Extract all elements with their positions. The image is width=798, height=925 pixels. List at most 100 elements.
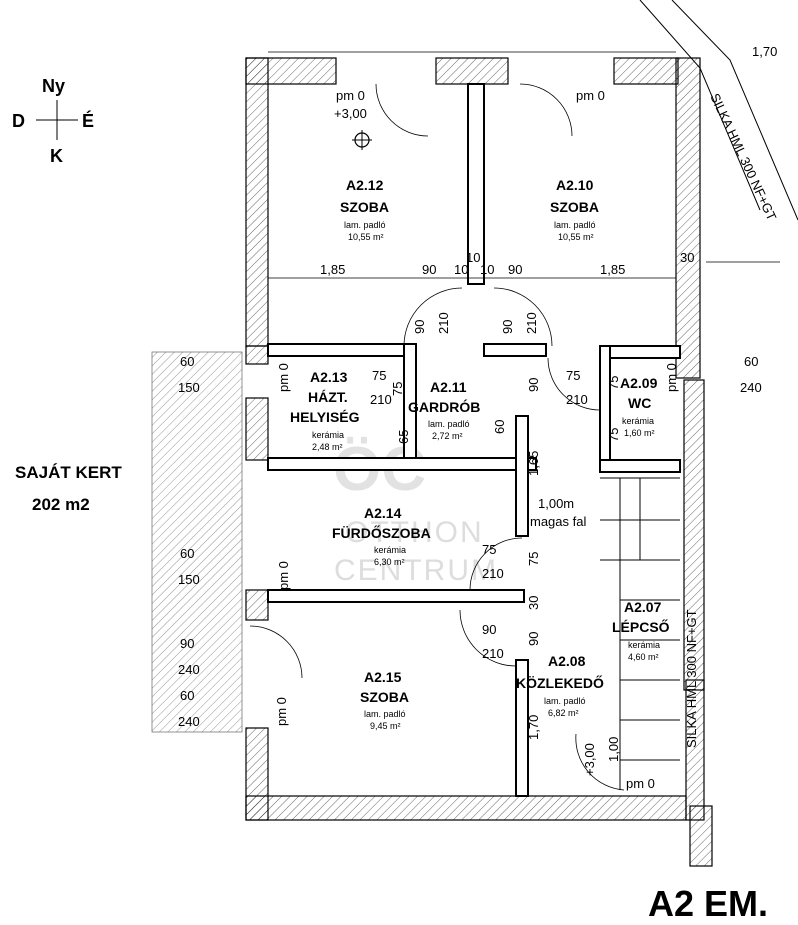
room-code: A2.11 (430, 379, 467, 395)
door-arcs (249, 83, 625, 791)
level-label: +3,00 (582, 743, 597, 776)
dim-text: 30 (680, 250, 694, 265)
dim-text: 90 (508, 262, 522, 277)
dim-text: 60 (180, 688, 194, 703)
room-area: 6,30 m² (374, 557, 405, 567)
room-a2-07: A2.07 LÉPCSŐ kerámia 4,60 m² (612, 599, 670, 662)
dim-text: 90 (412, 320, 427, 334)
room-a2-10: A2.10 SZOBA lam. padló 10,55 m² (550, 177, 599, 242)
dim-text: 210 (524, 312, 539, 334)
room-floor: lam. padló (344, 220, 386, 230)
dim-text: 90 (482, 622, 496, 637)
watermark-line2: CENTRUM (334, 554, 498, 587)
dim-text: 210 (566, 392, 588, 407)
room-area: 1,60 m² (624, 428, 655, 438)
room-a2-14: A2.14 FÜRDŐSZOBA kerámia 6,30 m² (332, 505, 431, 567)
room-code: A2.12 (346, 177, 384, 193)
level-label: pm 0 (276, 363, 291, 392)
dim-text: 1,85 (320, 262, 345, 277)
terrace (151, 351, 243, 733)
dim-text: 60 (492, 420, 507, 434)
level-label: pm 0 (576, 88, 605, 103)
dim-text: 90 (422, 262, 436, 277)
dim-text: 1,65 (526, 451, 541, 476)
dim-text: 210 (436, 312, 451, 334)
room-floor: lam. padló (428, 419, 470, 429)
dim-text: 1,70 (752, 44, 777, 59)
wall-material: SILKA HML 300 NF+GT (684, 609, 699, 748)
room-floor: kerámia (312, 430, 344, 440)
level-label: pm 0 (274, 697, 289, 726)
floor-title: A2 EM. (648, 883, 768, 924)
exterior-walls (245, 57, 713, 867)
room-area: 4,60 m² (628, 652, 659, 662)
dim-text: 240 (178, 662, 200, 677)
dim-text: 60 (180, 354, 194, 369)
room-floor: lam. padló (364, 709, 406, 719)
wall-material: SILKA HML 300 NF+GT (707, 91, 779, 223)
dim-text: 210 (482, 646, 504, 661)
room-name: SZOBA (550, 199, 599, 215)
room-name: HÁZT. (308, 389, 348, 405)
level-label: +3,00 (334, 106, 367, 121)
room-a2-08: A2.08 KÖZLEKEDŐ lam. padló 6,82 m² (516, 653, 604, 718)
wall-note: magas fal (530, 514, 586, 529)
dim-text: 60 (180, 546, 194, 561)
room-name: WC (628, 395, 651, 411)
dim-text: 1,00 (606, 737, 621, 762)
dim-text: 75 (482, 542, 496, 557)
room-a2-09: A2.09 WC kerámia 1,60 m² (620, 375, 658, 438)
dim-text: 240 (178, 714, 200, 729)
room-floor: kerámia (622, 416, 654, 426)
dim-text: 75 (372, 368, 386, 383)
dim-text: 10 (480, 262, 494, 277)
garden-label: SAJÁT KERT (15, 463, 122, 482)
room-name: SZOBA (360, 689, 409, 705)
room-floor: kerámia (374, 545, 406, 555)
room-area: 6,82 m² (548, 708, 579, 718)
watermark-line1: OTTHON (345, 516, 484, 549)
dim-text: 1,70 (526, 715, 541, 740)
room-a2-15: A2.15 SZOBA lam. padló 9,45 m² (360, 669, 409, 731)
dim-text: 75 (566, 368, 580, 383)
dim-text: 90 (526, 632, 541, 646)
dimension-lines (268, 51, 780, 279)
dim-text: 10 (466, 250, 480, 265)
room-area: 9,45 m² (370, 721, 401, 731)
room-name: GARDRÓB (408, 398, 480, 415)
dim-text: 65 (396, 430, 411, 444)
compass-west: D (12, 111, 25, 131)
garden-area: 202 m2 (32, 495, 90, 514)
dim-text: 60 (744, 354, 758, 369)
room-area: 2,48 m² (312, 442, 343, 452)
room-area: 10,55 m² (558, 232, 594, 242)
room-a2-13: A2.13 HÁZT. HELYISÉG kerámia 2,48 m² (290, 369, 360, 452)
wall-west-top (245, 57, 269, 347)
room-code: A2.14 (364, 505, 402, 521)
room-code: A2.07 (624, 599, 662, 615)
room-floor: lam. padló (544, 696, 586, 706)
roof-edge (639, 0, 798, 221)
room-name: FÜRDŐSZOBA (332, 524, 431, 541)
room-name: LÉPCSŐ (612, 618, 670, 635)
dim-text: 30 (526, 596, 541, 610)
wall-note: 1,00m (538, 496, 574, 511)
room-name: KÖZLEKEDŐ (516, 674, 604, 691)
level-label: pm 0 (276, 561, 291, 590)
dim-text: 210 (482, 566, 504, 581)
room-code: A2.15 (364, 669, 402, 685)
dim-text: 10 (454, 262, 468, 277)
level-label: pm 0 (626, 776, 655, 791)
interior-walls (267, 83, 681, 797)
dim-text: 150 (178, 572, 200, 587)
room-area: 10,55 m² (348, 232, 384, 242)
level-label: pm 0 (336, 88, 365, 103)
stair (600, 477, 680, 790)
room-a2-11: A2.11 GARDRÓB lam. padló 2,72 m² (408, 379, 480, 441)
dim-text: 90 (180, 636, 194, 651)
room-name: SZOBA (340, 199, 389, 215)
dim-text: 90 (526, 378, 541, 392)
dim-text: 90 (500, 320, 515, 334)
room-code: A2.10 (556, 177, 594, 193)
